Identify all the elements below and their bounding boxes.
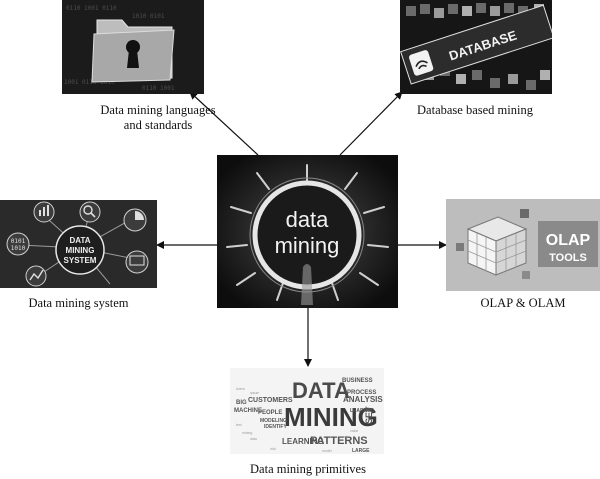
database-caption-line: Database based mining xyxy=(417,103,533,117)
word-patterns: PATTERNS xyxy=(310,435,368,447)
svg-text:1001 0110 1010: 1001 0110 1010 xyxy=(64,79,115,86)
word-identify: IDENTIFY xyxy=(264,424,287,430)
svg-text:data: data xyxy=(250,437,257,441)
system-image: 0101 1010 DATA MINING SYSTEM xyxy=(0,200,157,288)
arrow-to-database xyxy=(339,91,403,156)
system-caption-line: Data mining system xyxy=(28,296,129,310)
svg-text:info: info xyxy=(270,447,276,451)
word-big: BIG xyxy=(236,400,247,406)
system-badge-line1: DATA xyxy=(69,236,90,245)
center-label-mining: mining xyxy=(275,233,340,258)
word-mining: MINING xyxy=(284,402,378,432)
center-label-data: data xyxy=(286,207,330,232)
svg-text:0110 1001: 0110 1001 xyxy=(142,85,175,92)
svg-text:mining: mining xyxy=(242,431,252,435)
system-caption: Data mining system xyxy=(0,296,157,311)
languages-caption-line1: Data mining languages xyxy=(100,103,216,117)
word-set: SET xyxy=(364,406,374,424)
primitives-caption-line: Data mining primitives xyxy=(250,462,366,476)
svg-text:text: text xyxy=(236,423,242,427)
primitives-caption: Data mining primitives xyxy=(228,462,388,477)
word-learning: LEARNING xyxy=(282,437,324,446)
word-data: DATA xyxy=(292,378,350,403)
word-learned: LEARNED xyxy=(350,408,375,414)
word-modeling: MODELING xyxy=(260,418,287,424)
languages-image: 0110 1001 0110 1010 0101 1001 0110 1010 … xyxy=(62,0,204,94)
arrow-to-languages xyxy=(189,91,259,156)
word-process: PROCESS xyxy=(347,390,376,396)
olap-caption-line: OLAP & OLAM xyxy=(480,296,566,310)
system-digits-b: 1010 xyxy=(11,245,26,252)
olap-subtitle: TOOLS xyxy=(549,252,587,264)
word-customers: CUSTOMERS xyxy=(248,397,293,404)
primitives-word-cloud: DATA MINING PATTERNS ANALYSIS CUSTOMERS … xyxy=(230,368,384,454)
languages-caption: Data mining languages and standards xyxy=(78,103,238,133)
word-machine: MACHINE xyxy=(234,408,262,414)
olap-title: OLAP xyxy=(546,232,591,249)
svg-text:0110 1001 0110: 0110 1001 0110 xyxy=(66,5,117,12)
languages-caption-line2: and standards xyxy=(123,118,193,132)
svg-text:ipsum: ipsum xyxy=(250,391,259,395)
center-data-mining-image: data mining xyxy=(217,155,398,308)
olap-caption: OLAP & OLAM xyxy=(446,296,600,311)
word-analysis: ANALYSIS xyxy=(343,395,383,404)
node-magnifier-icon xyxy=(79,201,101,223)
node-binary-icon xyxy=(6,232,30,256)
system-digits-a: 0101 xyxy=(11,238,26,245)
olap-cube-icon xyxy=(456,209,530,279)
word-business: BUSINESS xyxy=(342,378,373,384)
svg-text:set: set xyxy=(342,435,347,439)
node-monitor-icon xyxy=(125,250,149,274)
word-large: LARGE xyxy=(352,448,370,454)
system-badge-line2: MINING xyxy=(66,246,95,255)
olap-image: OLAP TOOLS xyxy=(446,199,600,291)
word-people: PEOPLE xyxy=(258,410,282,416)
svg-text:1010 0101: 1010 0101 xyxy=(132,13,165,20)
database-caption: Database based mining xyxy=(395,103,555,118)
svg-text:value: value xyxy=(350,429,358,433)
database-image: DATABASE xyxy=(400,0,552,94)
svg-text:model: model xyxy=(322,449,332,453)
svg-text:lorem: lorem xyxy=(236,387,245,391)
system-badge-line3: SYSTEM xyxy=(64,256,97,265)
